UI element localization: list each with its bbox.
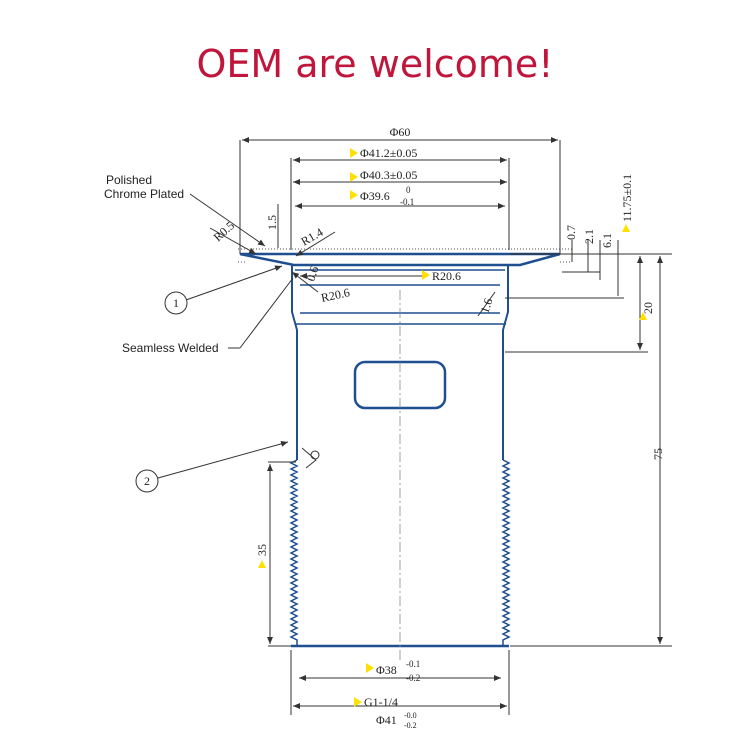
callouts: 1 2 bbox=[135, 291, 188, 493]
dim-r206-b-leader bbox=[291, 271, 319, 293]
thread-left bbox=[289, 459, 299, 646]
label-id-top: Φ40.3±0.05 bbox=[360, 168, 417, 182]
label-thread-od-tol-lower: -0.2 bbox=[404, 721, 417, 730]
callout-2-label: 2 bbox=[144, 474, 150, 488]
note-finish-line2: Chrome Plated bbox=[104, 187, 184, 201]
thread-right bbox=[501, 459, 511, 646]
marker-35 bbox=[258, 560, 266, 568]
label-d20: 20 bbox=[641, 302, 655, 314]
label-d61: 6.1 bbox=[600, 233, 614, 248]
dim-r05-leader bbox=[209, 227, 257, 255]
inspection-markers bbox=[258, 148, 647, 707]
label-d35: 35 bbox=[255, 544, 269, 556]
label-r206-a: R20.6 bbox=[432, 269, 461, 283]
marker-11-75 bbox=[622, 224, 630, 232]
label-d21: 2.1 bbox=[582, 229, 596, 244]
note-finish-line1: Polished bbox=[106, 173, 152, 187]
callout-2-leader bbox=[157, 440, 289, 479]
label-r206-b: R20.6 bbox=[320, 285, 351, 305]
weld-leader bbox=[239, 277, 294, 349]
callout-1-leader bbox=[185, 265, 283, 301]
label-bottom-tol-upper: -0.1 bbox=[406, 659, 420, 669]
label-od-top: Φ41.2±0.05 bbox=[360, 146, 417, 160]
label-d07: 0.7 bbox=[564, 225, 578, 240]
body-left-upper bbox=[291, 265, 298, 460]
dim-1-6-leader bbox=[477, 291, 496, 317]
label-bore: Φ39.6 bbox=[360, 189, 390, 203]
flange bbox=[239, 252, 561, 267]
callout-1-label: 1 bbox=[173, 296, 179, 310]
body-right-upper bbox=[502, 265, 509, 460]
label-t15: 1.5 bbox=[265, 215, 279, 230]
note-weld: Seamless Welded bbox=[122, 341, 219, 355]
roughness-symbol bbox=[301, 447, 317, 469]
label-d16: 1.6 bbox=[478, 296, 496, 315]
dimension-labels: Φ60 Φ41.2±0.05 Φ40.3±0.05 Φ39.6 0 -0.1 R… bbox=[211, 125, 665, 730]
roughness-circle bbox=[310, 450, 320, 460]
callout-2-circle bbox=[135, 469, 159, 493]
marker-bore bbox=[350, 190, 358, 200]
marker-od-top bbox=[350, 148, 358, 158]
label-d1175: 11.75±0.1 bbox=[620, 174, 634, 222]
label-bore-tol-upper: 0 bbox=[406, 185, 411, 195]
marker-r206 bbox=[422, 270, 430, 280]
headline: OEM are welcome! bbox=[196, 42, 554, 86]
label-flange-dia: Φ60 bbox=[390, 125, 411, 139]
marker-20 bbox=[639, 312, 647, 320]
label-thread-od-tol-upper: -0.0 bbox=[404, 711, 417, 720]
label-bore-tol-lower: -0.1 bbox=[400, 197, 414, 207]
label-thread: G1-1/4 bbox=[364, 695, 398, 709]
part-outline bbox=[238, 248, 572, 660]
dimension-lines bbox=[157, 137, 672, 715]
dim-r14-leader bbox=[295, 231, 336, 257]
label-bottom-tol-lower: -0.2 bbox=[406, 673, 420, 683]
marker-id-top bbox=[350, 172, 358, 182]
label-r14: R1.4 bbox=[299, 225, 326, 249]
marker-thread bbox=[354, 697, 362, 707]
label-d06: 0.6 bbox=[304, 264, 322, 283]
label-thread-od: Φ41 bbox=[376, 713, 397, 727]
marker-bottom-id bbox=[366, 663, 374, 673]
label-r05: R0.5 bbox=[211, 218, 237, 244]
label-bottom: Φ38 bbox=[376, 663, 397, 677]
callout-1-circle bbox=[164, 291, 188, 315]
finish-leader bbox=[189, 193, 266, 247]
label-d75: 75 bbox=[651, 448, 665, 460]
